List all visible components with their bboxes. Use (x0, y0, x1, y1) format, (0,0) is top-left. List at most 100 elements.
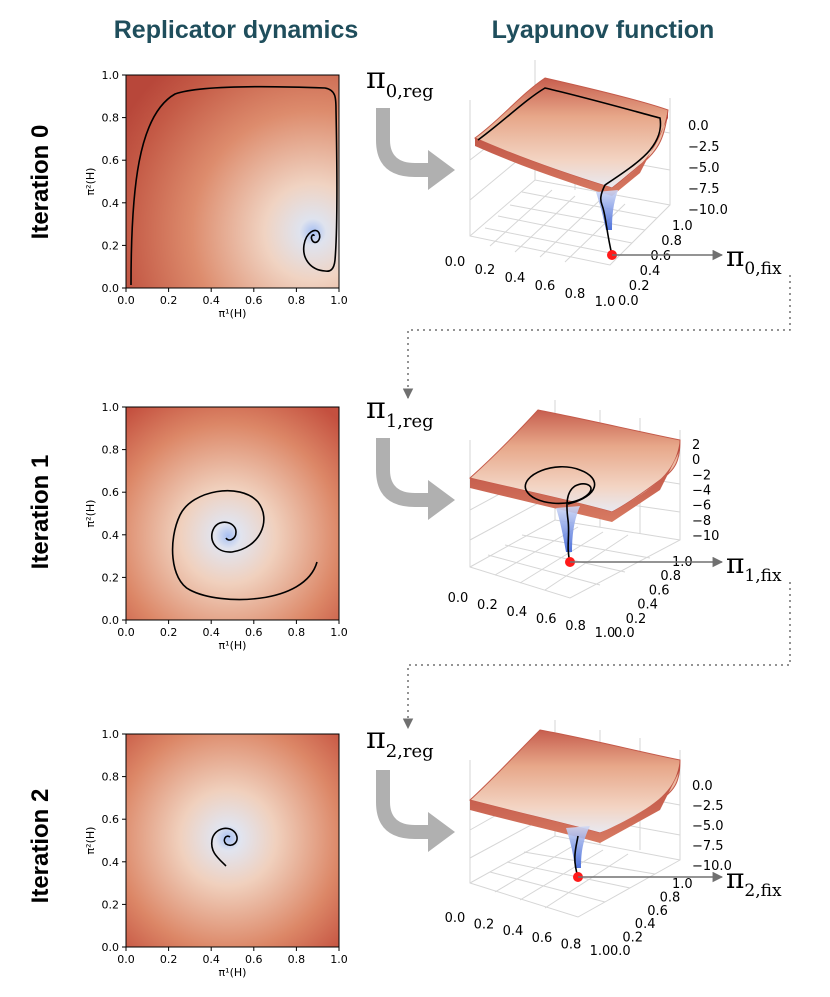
pi-reg-label-2: π2,reg (366, 721, 434, 762)
y-tick-label: 0.0 (610, 944, 631, 959)
y-tick-label: 0.4 (635, 917, 656, 932)
x-axis-label: π¹(H) (219, 966, 247, 979)
y-tick-label: 0.8 (102, 444, 120, 457)
x-tick-label: 0.0 (117, 294, 135, 307)
x-tick-label: 0.2 (474, 918, 495, 933)
y-tick-label: 0.2 (102, 898, 120, 911)
y-tick-label: 0.8 (660, 569, 681, 584)
svg-text:π0,fix: π0,fix (726, 240, 782, 279)
z-tick-label: −5.0 (688, 161, 720, 176)
x-tick-label: 0.8 (565, 619, 586, 634)
x-tick-label: 0.0 (445, 911, 466, 926)
y-tick-label: 0.0 (614, 626, 635, 641)
x-tick-label: 1.0 (330, 953, 348, 966)
row-label-iteration-1: Iteration 1 (27, 455, 54, 570)
x-tick-label: 0.2 (160, 294, 178, 307)
svg-text:π1,fix: π1,fix (726, 547, 782, 586)
y-tick-label: 1.0 (102, 728, 120, 741)
row-label-iteration-2: Iteration 2 (27, 789, 54, 904)
y-tick-label: 0.2 (622, 931, 643, 946)
x-tick-label: 0.4 (202, 294, 220, 307)
z-tick-label: −10 (692, 529, 719, 544)
z-tick-label: −2.5 (692, 799, 724, 814)
x-tick-label: 0.0 (117, 953, 135, 966)
z-tick-label: −6 (692, 499, 711, 514)
x-tick-label: 1.0 (330, 294, 348, 307)
x-tick-label: 0.0 (445, 255, 466, 270)
pi-reg-label-1: π1,reg (366, 391, 434, 432)
y-tick-label: 0.6 (650, 249, 671, 264)
z-tick-label: 0.0 (692, 779, 713, 794)
y-tick-label: 0.4 (637, 598, 658, 613)
y-tick-label: 0.6 (647, 904, 668, 919)
y-tick-label: 0.6 (649, 583, 670, 598)
y-tick-label: 0.8 (660, 890, 681, 905)
heatmap-panel-iteration-1 (125, 406, 340, 621)
z-tick-label: 0.0 (688, 119, 709, 134)
row-label-iteration-0: Iteration 0 (27, 125, 54, 240)
z-tick-label: 2 (692, 438, 700, 453)
x-tick-label: 1.0 (595, 626, 616, 641)
x-tick-label: 1.0 (330, 626, 348, 639)
x-tick-label: 0.0 (448, 591, 469, 606)
y-tick-label: 0.2 (102, 239, 120, 252)
flow-arrow-row-2 (376, 770, 455, 852)
title-replicator-dynamics: Replicator dynamics (114, 16, 359, 44)
x-tick-label: 0.8 (288, 953, 306, 966)
y-tick-label: 0.6 (102, 486, 120, 499)
x-tick-label: 0.4 (202, 626, 220, 639)
y-tick-label: 1.0 (672, 877, 693, 892)
trajectory-curve (130, 85, 338, 286)
flow-arrow-row-1 (376, 438, 455, 520)
svg-text:π2,fix: π2,fix (726, 862, 782, 901)
x-tick-label: 0.2 (160, 953, 178, 966)
x-tick-label: 0.6 (532, 931, 553, 946)
z-tick-label: −2.5 (688, 140, 720, 155)
y-tick-label: 0.0 (102, 282, 120, 295)
x-tick-label: 0.4 (505, 271, 526, 286)
y-tick-label: 1.0 (102, 401, 120, 414)
z-tick-label: −7.5 (688, 182, 720, 197)
y-tick-label: 0.8 (661, 234, 682, 249)
svg-text:π2,reg: π2,reg (366, 721, 434, 762)
fix-arrow-2: π2,fix (578, 862, 782, 901)
x-tick-label: 0.8 (288, 626, 306, 639)
trajectory-curve (171, 489, 318, 601)
y-axis-label: π²(H) (84, 500, 97, 528)
x-axis-label: π¹(H) (219, 639, 247, 652)
y-tick-label: 1.0 (672, 219, 693, 234)
z-tick-label: −10.0 (688, 203, 728, 218)
z-tick-label: −7.5 (692, 839, 724, 854)
z-tick-label: −10.0 (692, 859, 732, 874)
x-tick-label: 1.0 (595, 295, 616, 310)
y-tick-label: 0.2 (629, 279, 650, 294)
z-tick-label: −8 (692, 514, 711, 529)
x-tick-label: 0.0 (117, 626, 135, 639)
z-tick-label: −5.0 (692, 819, 724, 834)
z-tick-label: 0 (692, 453, 700, 468)
y-tick-label: 0.4 (102, 856, 120, 869)
svg-text:π1,reg: π1,reg (366, 391, 434, 432)
y-tick-label: 0.4 (640, 264, 661, 279)
x-tick-label: 0.6 (245, 626, 263, 639)
x-tick-label: 0.4 (506, 605, 527, 620)
flow-arrow-row-0 (376, 108, 455, 190)
iteration-connector-0-to-1 (402, 275, 791, 400)
y-tick-label: 0.8 (102, 112, 120, 125)
x-tick-label: 0.8 (565, 287, 586, 302)
y-axis-label: π²(H) (84, 827, 97, 855)
x-tick-label: 0.6 (245, 953, 263, 966)
y-tick-label: 0.8 (102, 771, 120, 784)
x-tick-label: 0.2 (160, 626, 178, 639)
z-tick-label: −2 (692, 468, 711, 483)
z-tick-label: −4 (692, 484, 711, 499)
svg-text:π0,reg: π0,reg (366, 61, 434, 102)
heatmap-panel-iteration-0 (125, 74, 340, 289)
heatmap-panel-iteration-2 (125, 733, 340, 948)
y-tick-label: 1.0 (102, 69, 120, 82)
x-tick-label: 0.6 (535, 279, 556, 294)
x-tick-label: 0.6 (536, 612, 557, 627)
